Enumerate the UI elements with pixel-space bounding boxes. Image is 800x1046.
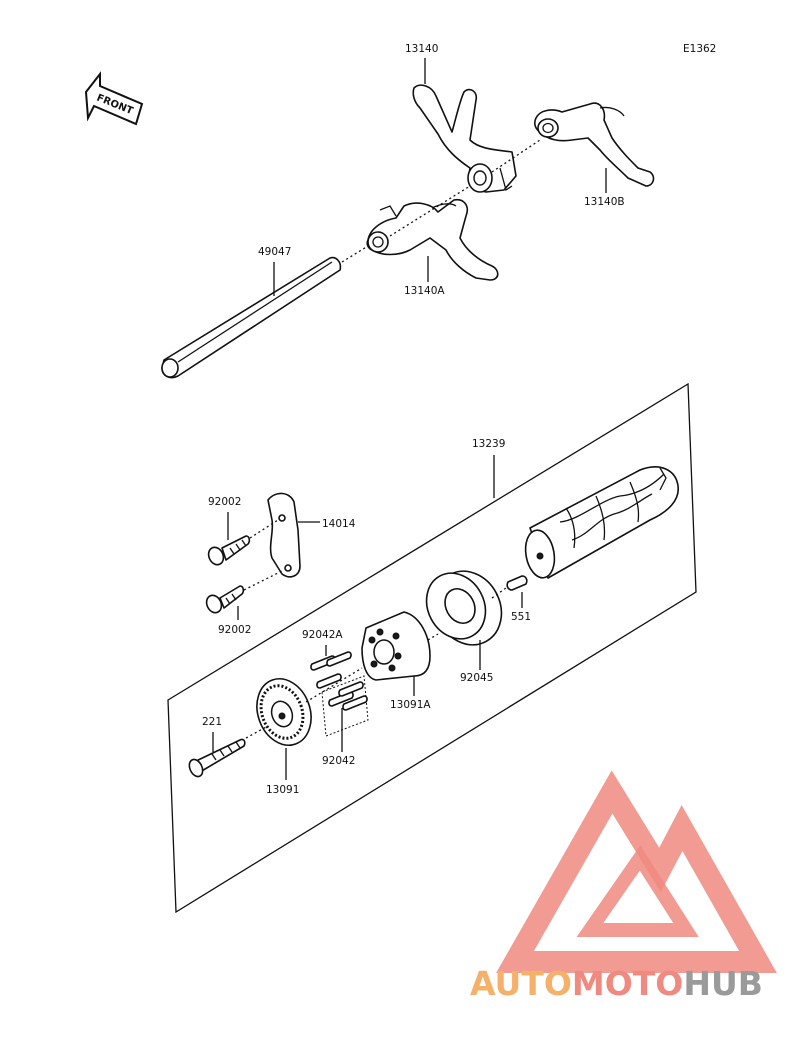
label-92042A: 92042A	[302, 629, 343, 641]
assembly-boundary	[167, 382, 697, 914]
label-92002-top: 92002	[208, 496, 241, 508]
hub-13091A	[361, 611, 431, 681]
label-551: 551	[511, 611, 531, 623]
label-13091: 13091	[266, 784, 299, 796]
label-92045: 92045	[460, 672, 493, 684]
label-49047: 49047	[258, 246, 291, 258]
label-92042: 92042	[322, 755, 355, 767]
pin-551	[506, 575, 528, 591]
label-13140A: 13140A	[404, 285, 445, 297]
shift-fork-13140A	[366, 198, 499, 281]
front-arrow-icon: FRONT	[84, 71, 144, 126]
bolt-92002-bottom	[205, 585, 245, 614]
cam-13091	[256, 678, 312, 746]
screw-221	[188, 738, 246, 778]
shift-drum-13239	[524, 466, 679, 579]
label-13239: 13239	[472, 438, 505, 450]
label-13140B: 13140B	[584, 196, 625, 208]
pins-92042	[321, 675, 369, 737]
plate-14014	[267, 492, 301, 578]
watermark-auto: AUTO	[470, 964, 572, 1003]
watermark-moto: MOTO	[572, 964, 683, 1003]
label-14014: 14014	[322, 518, 356, 530]
fork-shaft-49047	[161, 256, 342, 379]
label-92002-bottom: 92002	[218, 624, 251, 636]
diagram-code: E1362	[683, 43, 716, 55]
bearing-92045	[425, 570, 503, 646]
pins-92042A	[310, 651, 352, 689]
watermark-hub: HUB	[683, 964, 763, 1003]
bolt-92002-top	[207, 535, 251, 566]
label-13091A: 13091A	[390, 699, 431, 711]
shift-fork-13140	[412, 84, 517, 193]
svg-text:AUTOMOTOHUB: AUTOMOTOHUB	[470, 964, 763, 1003]
watermark-logo: AUTOMOTOHUB	[470, 770, 777, 1003]
label-13140: 13140	[405, 43, 438, 55]
shift-fork-13140B	[534, 102, 655, 187]
label-221: 221	[202, 716, 222, 728]
